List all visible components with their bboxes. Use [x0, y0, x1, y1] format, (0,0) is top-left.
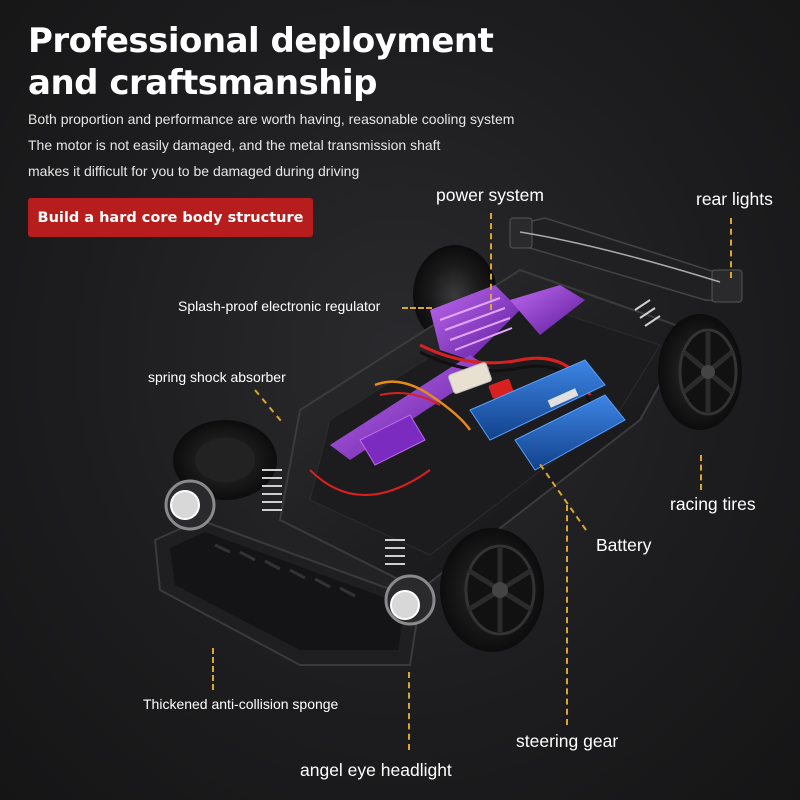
leader-rear-lights	[730, 218, 732, 278]
rear-light-bar	[509, 217, 743, 303]
label-esc: Splash-proof electronic regulator	[178, 298, 381, 314]
label-battery: Battery	[596, 535, 652, 555]
label-rear-lights: rear lights	[696, 189, 773, 209]
angel-eye-headlights	[164, 479, 436, 626]
description-line-1: Both proportion and performance are wort…	[28, 111, 515, 127]
title-line-2: and craftsmanship	[28, 63, 377, 103]
front-left-tire	[173, 420, 277, 500]
label-racing-tires: racing tires	[670, 494, 756, 514]
title-line-1: Professional deployment	[28, 21, 494, 61]
front-right-tire	[440, 528, 544, 652]
label-shock: spring shock absorber	[148, 369, 286, 385]
feature-button[interactable]: Build a hard core body structure	[28, 198, 313, 237]
label-steering: steering gear	[516, 731, 619, 751]
battery-pack	[469, 359, 626, 471]
leader-sponge	[212, 648, 214, 690]
leader-headlight	[408, 672, 410, 750]
description-line-3: makes it difficult for you to be damaged…	[28, 163, 360, 179]
motor-heatsink	[430, 285, 585, 360]
label-headlight: angel eye headlight	[300, 760, 452, 780]
leader-racing-tires	[700, 455, 702, 490]
label-sponge: Thickened anti-collision sponge	[143, 696, 339, 712]
description-line-2: The motor is not easily damaged, and the…	[28, 137, 441, 153]
page-title: Professional deployment and craftsmanshi…	[28, 20, 494, 104]
leader-steering	[566, 505, 568, 725]
leader-esc	[402, 307, 432, 309]
label-power-system: power system	[436, 185, 544, 205]
shock-absorbers	[262, 299, 661, 565]
rear-right-tire	[658, 314, 742, 430]
leader-power-system	[490, 213, 492, 310]
